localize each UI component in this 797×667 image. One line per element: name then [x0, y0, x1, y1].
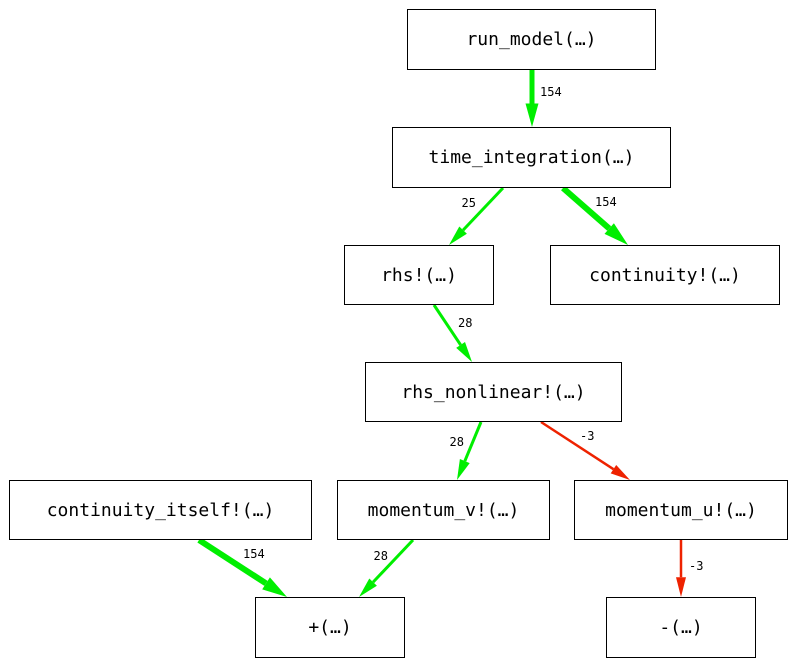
edge-label: -3 — [689, 559, 703, 573]
edge-rhs-to-rhs_nonlinear: 28 — [432, 304, 472, 362]
arrowhead-icon — [525, 103, 539, 127]
node-momentum-v: momentum_v!(…) — [337, 480, 550, 540]
edge-label: 154 — [243, 547, 265, 561]
arrowhead-icon — [456, 342, 472, 362]
node-momentum-u: momentum_u!(…) — [574, 480, 788, 540]
node-rhs: rhs!(…) — [344, 245, 494, 305]
edge-line — [197, 537, 268, 586]
edge-label: 154 — [540, 85, 562, 99]
edge-continuity_itself-to-plus: 154 — [197, 537, 287, 597]
edge-line — [561, 185, 612, 231]
node-continuity-itself: continuity_itself!(…) — [9, 480, 312, 540]
node-minus: -(…) — [606, 597, 756, 658]
edge-line — [540, 420, 615, 471]
arrowhead-icon — [449, 226, 467, 245]
edge-label: 25 — [462, 196, 476, 210]
edge-momentum_u-to-minus: -3 — [676, 540, 703, 597]
arrowhead-icon — [359, 578, 377, 597]
edge-run_model-to-time_integration: 154 — [525, 70, 562, 127]
arrowhead-icon — [676, 577, 686, 597]
edge-label: 28 — [450, 435, 464, 449]
node-rhs-nonlinear: rhs_nonlinear!(…) — [365, 362, 622, 422]
arrowhead-icon — [457, 459, 470, 480]
edge-time_integration-to-continuity: 154 — [561, 185, 628, 245]
edge-line — [462, 186, 505, 232]
edge-line — [463, 421, 483, 462]
edge-momentum_v-to-plus: 28 — [359, 538, 415, 597]
node-run-model: run_model(…) — [407, 9, 656, 70]
edge-label: 28 — [374, 549, 388, 563]
node-continuity: continuity!(…) — [550, 245, 780, 305]
edge-line — [372, 538, 415, 584]
edge-label: 154 — [595, 195, 617, 209]
edge-label: 28 — [458, 316, 472, 330]
arrowhead-icon — [262, 577, 287, 597]
node-time-integration: time_integration(…) — [392, 127, 671, 188]
edge-line — [432, 304, 462, 346]
edge-rhs_nonlinear-to-momentum_v: 28 — [450, 421, 483, 480]
edge-time_integration-to-rhs: 25 — [449, 186, 505, 245]
edge-label: -3 — [580, 429, 594, 443]
edge-rhs_nonlinear-to-momentum_u: -3 — [540, 420, 630, 480]
node-plus: +(…) — [255, 597, 405, 658]
arrowhead-icon — [610, 465, 630, 480]
arrowhead-icon — [604, 223, 628, 245]
